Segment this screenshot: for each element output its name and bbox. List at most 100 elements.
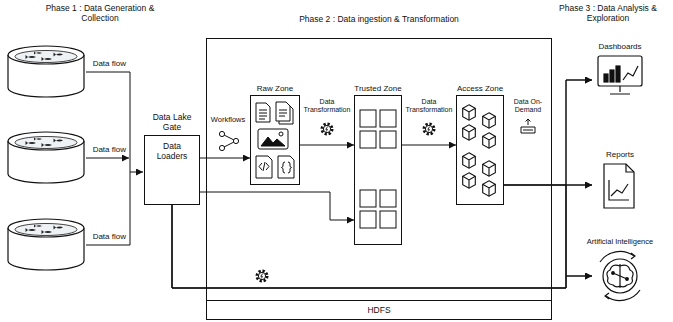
file-icon (259, 110, 267, 119)
file-icon (279, 132, 283, 136)
cube-icon (463, 173, 476, 188)
fish-tank (8, 46, 84, 97)
connector-arrow (172, 185, 592, 288)
connector-arrow (172, 205, 592, 288)
dashboard-icon (616, 66, 620, 82)
data-flow-line (130, 172, 143, 173)
fish-tank (8, 132, 84, 183)
data-flow-line (86, 72, 130, 245)
file-icon (258, 129, 288, 149)
gear-icon (257, 124, 434, 281)
file-icon (278, 156, 294, 178)
output-icon: Reports (592, 150, 648, 210)
report-icon (604, 164, 634, 208)
connector-arrow (504, 80, 592, 185)
cube-icon (463, 153, 476, 168)
report-icon (626, 164, 634, 172)
node-label: Reports (606, 150, 634, 159)
ai-icon (620, 265, 633, 287)
file-icon (256, 103, 270, 122)
data-flow-line (86, 158, 129, 159)
zone-box: Access Zone (456, 95, 504, 205)
zone-box: Trusted Zone (354, 95, 402, 245)
zone-heading: Trusted Zone (343, 84, 413, 93)
file-icon (282, 162, 292, 173)
connector-arrow (172, 80, 592, 288)
file-icon (276, 102, 290, 121)
on-demand-icon (526, 119, 531, 125)
cube-icon (483, 133, 496, 148)
report-icon (609, 180, 629, 200)
cube-icon (483, 113, 496, 128)
ai-icon (603, 259, 637, 293)
connector-arrow (200, 158, 250, 159)
connector-arrow (402, 145, 456, 146)
cube-icon (483, 181, 496, 196)
cube-icon (463, 105, 476, 120)
table-icon (360, 110, 396, 228)
zone-heading: Access Zone (445, 84, 515, 93)
phase-heading: Phase 3 : Data Analysis & Exploration (548, 3, 668, 23)
dashboard-icon (598, 56, 642, 86)
zone-heading: Phase 2 : Data ingestion & Transformatio… (264, 15, 494, 25)
edge-label: Data On-Demand (505, 98, 551, 113)
flow-label: Data flow (84, 145, 126, 155)
ai-icon (607, 264, 620, 288)
node-label: Dashboards (598, 42, 641, 51)
file-icon (261, 137, 285, 146)
on-demand-icon (521, 127, 535, 133)
ai-icon (631, 253, 635, 259)
ai-icon (600, 251, 640, 300)
dashboard-icon (610, 86, 630, 94)
workflow-icon (233, 138, 238, 143)
connector-arrow (300, 145, 354, 146)
file-icon (279, 110, 287, 116)
table-icon (380, 110, 396, 127)
edge-label: Workflows (210, 116, 246, 124)
table-icon (360, 211, 376, 228)
node-label: HDFS (367, 306, 390, 316)
dashboard-icon (623, 66, 638, 80)
phase-container: Phase 2 : Data ingestion & Transformatio… (206, 38, 552, 320)
table-icon (380, 190, 396, 207)
file-icon (256, 102, 294, 178)
table-icon (380, 131, 396, 148)
node-label: Artificial Intelligence (587, 238, 653, 247)
connector-arrow (200, 192, 354, 220)
gear-icon (322, 124, 332, 134)
workflow-icon (219, 131, 224, 136)
storage-band: HDFS (206, 300, 552, 320)
ai-icon (605, 293, 609, 299)
gear-icon (257, 271, 267, 281)
dashboard-icon (598, 56, 642, 94)
fish-tank (8, 219, 84, 270)
gear-icon (424, 124, 434, 134)
fish-tank (8, 46, 84, 270)
output-icon: Dashboards (592, 42, 648, 102)
table-icon (380, 211, 396, 228)
connector-arrow (504, 185, 592, 276)
workflow-icon (219, 131, 238, 150)
dashboard-icon (604, 74, 608, 82)
node-label: Data Loaders (145, 136, 199, 164)
data-flow-line (86, 72, 143, 245)
cube-icon (463, 105, 496, 196)
zone-box: Raw Zone (250, 95, 300, 185)
workflow-icon (219, 145, 224, 150)
zone-heading: Data Lake Gate (144, 113, 200, 133)
table-icon (360, 190, 376, 207)
ai-icon (613, 273, 627, 279)
report-icon (611, 184, 628, 196)
file-icon (259, 162, 269, 171)
ai-icon (600, 251, 634, 262)
phase-heading: Phase 1 : Data Generation & Collection (30, 3, 170, 23)
data-flow-line (86, 245, 130, 246)
report-icon (604, 164, 634, 208)
flow-label: Data flow (84, 59, 126, 69)
zone-heading: Raw Zone (240, 84, 310, 93)
table-icon (360, 110, 376, 127)
flow-label: Data flow (84, 232, 126, 242)
